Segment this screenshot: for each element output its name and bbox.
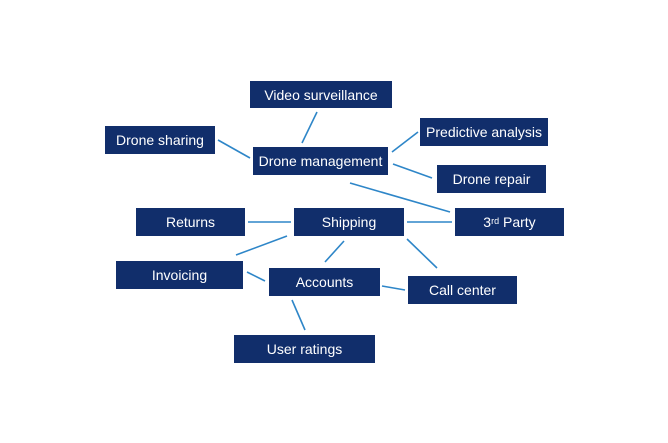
connector-management-sharing — [217, 139, 251, 159]
connector-management-thirdparty — [349, 182, 451, 213]
node-drone-management: Drone management — [253, 147, 388, 175]
node-label-text: Party — [499, 214, 536, 230]
node-label: Drone repair — [452, 171, 531, 187]
connector-accounts-invoicing — [246, 271, 266, 282]
node-label: Shipping — [321, 214, 377, 230]
node-shipping: Shipping — [294, 208, 404, 236]
node-label: Accounts — [295, 274, 354, 290]
node-label: User ratings — [266, 341, 343, 357]
connector-accounts-ratings — [291, 299, 306, 331]
connector-shipping-invoicing — [235, 235, 288, 256]
node-label: Drone sharing — [116, 132, 204, 148]
node-accounts: Accounts — [269, 268, 380, 296]
node-invoicing: Invoicing — [116, 261, 243, 289]
connector-accounts-callcenter — [381, 285, 406, 291]
connector-shipping-accounts — [324, 240, 345, 263]
node-drone-repair: Drone repair — [437, 165, 546, 193]
node-video-surveillance: Video surveillance — [250, 81, 392, 108]
node-label: Invoicing — [151, 267, 208, 283]
node-label: Predictive analysis — [426, 124, 542, 140]
node-predictive-analysis: Predictive analysis — [420, 118, 548, 146]
node-label: Returns — [165, 214, 216, 230]
node-returns: Returns — [136, 208, 245, 236]
connector-shipping-callcenter — [406, 238, 438, 269]
connector-management-video — [301, 111, 318, 144]
connector-management-repair — [392, 163, 433, 179]
node-user-ratings: User ratings — [234, 335, 375, 363]
node-drone-sharing: Drone sharing — [105, 126, 215, 154]
node-call-center: Call center — [408, 276, 517, 304]
connector-management-predictive — [391, 131, 419, 153]
node-label: Drone management — [258, 153, 383, 169]
node-label: Call center — [429, 282, 496, 298]
node-label-number: 3 — [483, 214, 492, 230]
node-label: Video surveillance — [264, 86, 378, 103]
